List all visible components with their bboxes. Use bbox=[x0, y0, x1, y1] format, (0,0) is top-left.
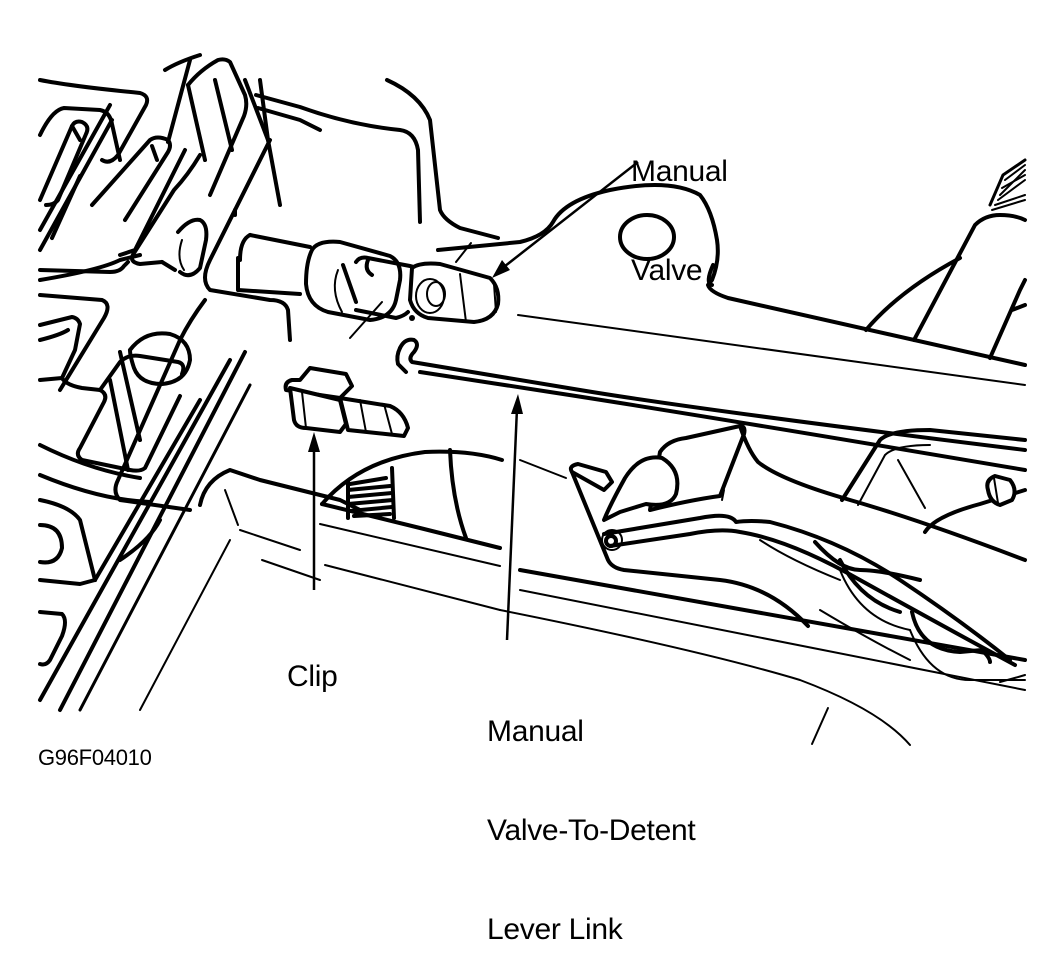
arrowhead-clip bbox=[308, 432, 320, 452]
clip bbox=[283, 301, 410, 438]
leader-link bbox=[505, 407, 519, 641]
detent-spring-assembly bbox=[759, 428, 1027, 681]
callout-manual-valve-line-1: Manual bbox=[631, 155, 728, 188]
lower-housing-lines bbox=[499, 609, 1026, 746]
arrowhead-manual-valve bbox=[492, 260, 510, 278]
detent-lever-plate bbox=[254, 78, 1027, 472]
detent-lever bbox=[568, 424, 1027, 667]
valve-body-casting bbox=[38, 53, 362, 712]
callout-clip-line-1: Clip bbox=[287, 660, 338, 693]
spring-cavity bbox=[319, 448, 1027, 691]
callout-clip: Clip bbox=[287, 594, 338, 726]
callout-link: Manual Valve-To-Detent Lever Link bbox=[487, 649, 696, 979]
callout-manual-valve-line-2: Valve bbox=[631, 254, 703, 287]
manual-valve bbox=[304, 239, 501, 324]
callout-link-line-1: Manual bbox=[487, 715, 584, 748]
callout-link-line-2: Valve-To-Detent bbox=[487, 814, 696, 847]
leader-manual-valve bbox=[499, 161, 639, 271]
figure-id: G96F04010 bbox=[38, 745, 152, 770]
callout-link-line-3: Lever Link bbox=[487, 913, 623, 946]
callout-manual-valve: Manual Valve bbox=[631, 89, 728, 320]
arrowhead-link bbox=[511, 394, 523, 414]
valve-bore-plug bbox=[176, 217, 312, 296]
upper-right-housing bbox=[864, 158, 1027, 360]
callout-leaders bbox=[308, 161, 639, 641]
valve-body-illustration bbox=[38, 53, 1027, 746]
